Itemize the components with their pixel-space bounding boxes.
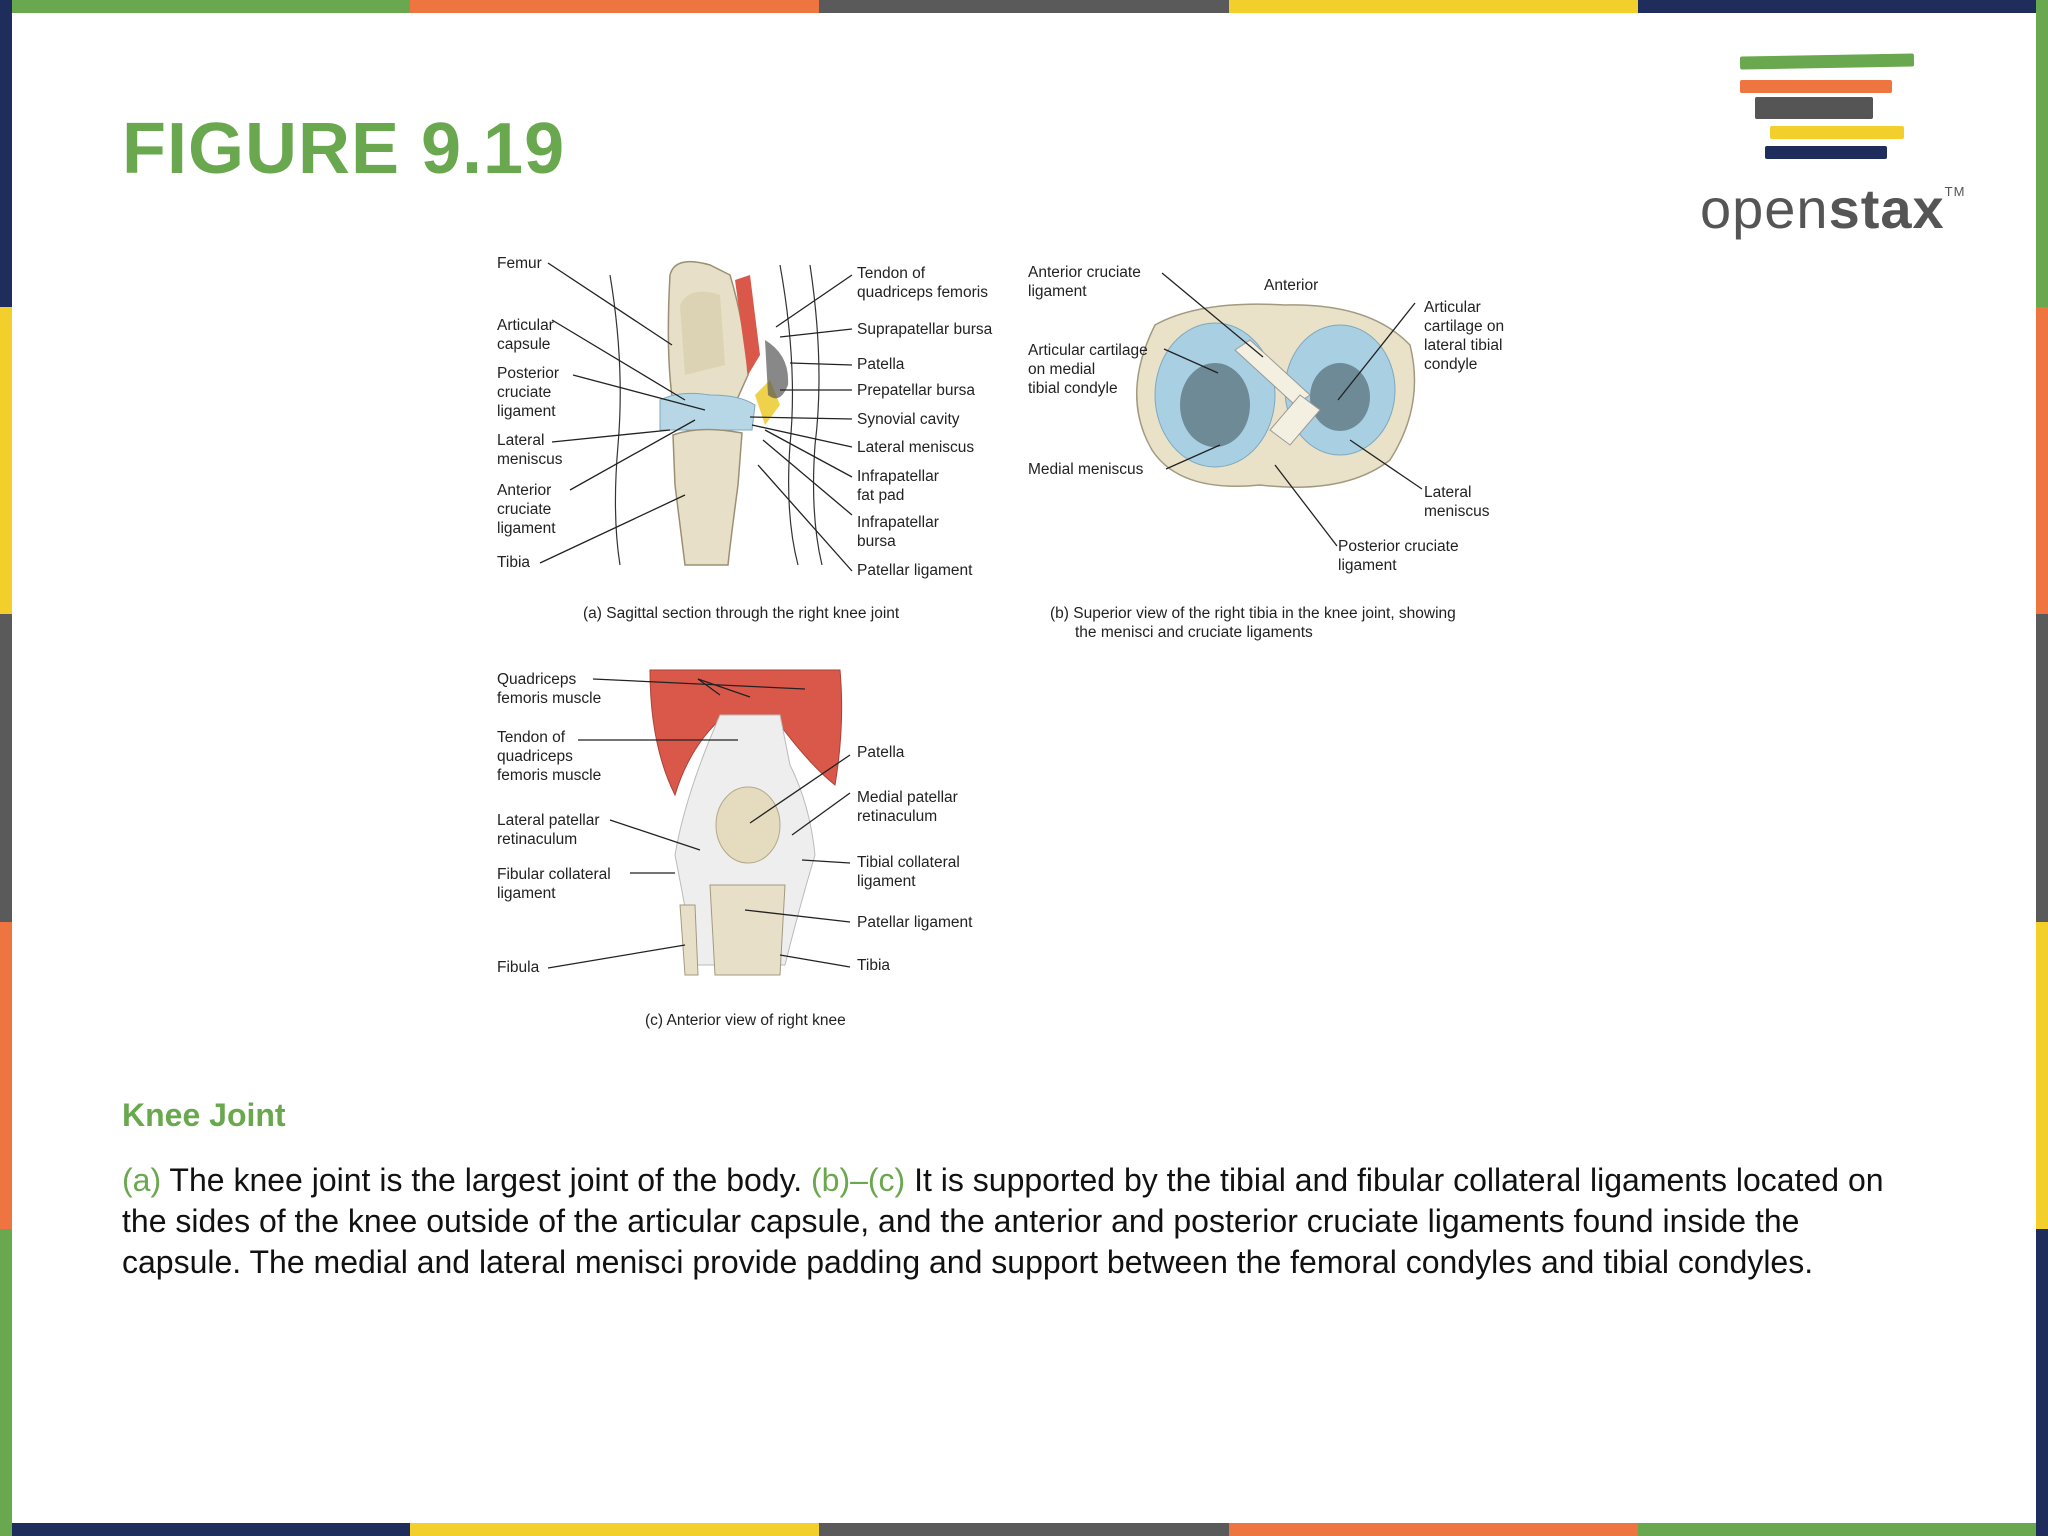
label-prepatellar-bursa: Prepatellar bursa: [857, 382, 975, 399]
label-medial-cartilage-3: tibial condyle: [1028, 380, 1118, 397]
label-quadriceps-1: Quadriceps: [497, 671, 577, 688]
label-medial-retinaculum-2: retinaculum: [857, 808, 937, 825]
panel-b-caption-line1: (b) Superior view of the right tibia in …: [1050, 605, 1456, 622]
label-pcl-b-2: ligament: [1338, 557, 1397, 574]
openstax-logo: openstaxTM: [1700, 50, 1990, 240]
label-fibula: Fibula: [497, 959, 540, 976]
label-articular-capsule-2: capsule: [497, 336, 550, 353]
label-quad-tendon-c-1: Tendon of: [497, 729, 566, 746]
label-lateral-meniscus-b-2: meniscus: [1424, 503, 1490, 520]
label-quad-tendon-c-3: femoris muscle: [497, 767, 601, 784]
caption-heading: Knee Joint: [122, 1097, 286, 1133]
right-border: [2036, 0, 2048, 1536]
label-pcl-3: ligament: [497, 403, 556, 420]
caption-body: (a) The knee joint is the largest joint …: [122, 1160, 1902, 1283]
label-pcl-2: cruciate: [497, 384, 551, 401]
label-tibia: Tibia: [497, 554, 530, 571]
panel-a-sagittal-illustration: [609, 260, 823, 566]
panel-c-left-labels: Quadriceps femoris muscle Tendon of quad…: [497, 671, 611, 976]
label-acl-2: cruciate: [497, 501, 551, 518]
label-femur: Femur: [497, 255, 542, 272]
logo-wordmark: openstaxTM: [1700, 177, 1966, 240]
label-patella-a: Patella: [857, 356, 905, 373]
label-medial-meniscus: Medial meniscus: [1028, 461, 1144, 478]
panel-c-anterior-illustration: [649, 669, 843, 976]
label-articular-capsule-1: Articular: [497, 317, 554, 334]
label-acl-b-2: ligament: [1028, 283, 1087, 300]
label-fibular-collateral-2: ligament: [497, 885, 556, 902]
label-lateral-cartilage-4: condyle: [1424, 356, 1477, 373]
left-border: [0, 0, 12, 1536]
label-lateral-retinaculum-1: Lateral patellar: [497, 812, 600, 829]
panel-c-caption: (c) Anterior view of right knee: [645, 1012, 846, 1029]
label-infrapatellar-fat-2: fat pad: [857, 487, 904, 504]
ref-a: (a): [122, 1162, 162, 1198]
label-lateral-cartilage-1: Articular: [1424, 299, 1481, 316]
label-acl-1: Anterior: [497, 482, 551, 499]
label-quad-tendon-1: Tendon of: [857, 265, 926, 282]
label-suprapatellar-bursa: Suprapatellar bursa: [857, 321, 993, 338]
label-pcl-b-1: Posterior cruciate: [1338, 538, 1459, 555]
label-acl-b-1: Anterior cruciate: [1028, 264, 1141, 281]
panel-a-left-labels: Femur Articular capsule Posterior crucia…: [497, 255, 563, 571]
label-quad-tendon-2: quadriceps femoris: [857, 284, 988, 301]
panel-b-caption-line2: the menisci and cruciate ligaments: [1075, 624, 1313, 641]
label-tibial-collateral-2: ligament: [857, 873, 916, 890]
label-medial-cartilage-2: on medial: [1028, 361, 1095, 378]
panel-b-leader-lines: [1161, 272, 1423, 547]
label-acl-3: ligament: [497, 520, 556, 537]
panel-c-leader-lines: [547, 678, 851, 969]
figure-title: FIGURE 9.19: [122, 109, 566, 189]
label-quad-tendon-c-2: quadriceps: [497, 748, 573, 765]
label-infrapatellar-bursa-1: Infrapatellar: [857, 514, 939, 531]
label-quadriceps-2: femoris muscle: [497, 690, 601, 707]
label-patellar-ligament-c: Patellar ligament: [857, 914, 973, 931]
ref-bc: (b)–(c): [810, 1162, 906, 1198]
label-patella-c: Patella: [857, 744, 905, 761]
label-lateral-meniscus-1: Lateral: [497, 432, 544, 449]
panel-b-labels: Anterior cruciate ligament Anterior Arti…: [1028, 264, 1504, 574]
panel-a-right-labels: Tendon of quadriceps femoris Suprapatell…: [857, 265, 993, 579]
panel-a-caption: (a) Sagittal section through the right k…: [583, 605, 900, 622]
panel-b-tibia-illustration: [1136, 303, 1416, 488]
label-tibia-c: Tibia: [857, 957, 890, 974]
bottom-border: [0, 1523, 2048, 1536]
label-lateral-meniscus-b-1: Lateral: [1424, 484, 1471, 501]
knee-joint-figure: Femur Articular capsule Posterior crucia…: [480, 245, 1560, 1045]
label-lateral-cartilage-3: lateral tibial: [1424, 337, 1502, 354]
label-infrapatellar-bursa-2: bursa: [857, 533, 896, 550]
label-infrapatellar-fat-1: Infrapatellar: [857, 468, 939, 485]
label-lateral-cartilage-2: cartilage on: [1424, 318, 1504, 335]
label-synovial-cavity: Synovial cavity: [857, 411, 960, 428]
top-border: [0, 0, 2048, 13]
label-pcl-1: Posterior: [497, 365, 559, 382]
panel-c-right-labels: Patella Medial patellar retinaculum Tibi…: [857, 744, 973, 974]
label-medial-cartilage-1: Articular cartilage: [1028, 342, 1148, 359]
label-lateral-meniscus-a: Lateral meniscus: [857, 439, 974, 456]
label-medial-retinaculum-1: Medial patellar: [857, 789, 958, 806]
label-fibular-collateral-1: Fibular collateral: [497, 866, 611, 883]
caption-text-2: It is supported by the tibial and fibula…: [122, 1162, 1884, 1280]
panel-a-leader-lines: [539, 262, 853, 572]
label-lateral-meniscus-2: meniscus: [497, 451, 563, 468]
label-patellar-ligament-a: Patellar ligament: [857, 562, 973, 579]
label-lateral-retinaculum-2: retinaculum: [497, 831, 577, 848]
caption-text-1: The knee joint is the largest joint of t…: [161, 1162, 811, 1198]
label-tibial-collateral-1: Tibial collateral: [857, 854, 960, 871]
label-anterior: Anterior: [1264, 277, 1318, 294]
